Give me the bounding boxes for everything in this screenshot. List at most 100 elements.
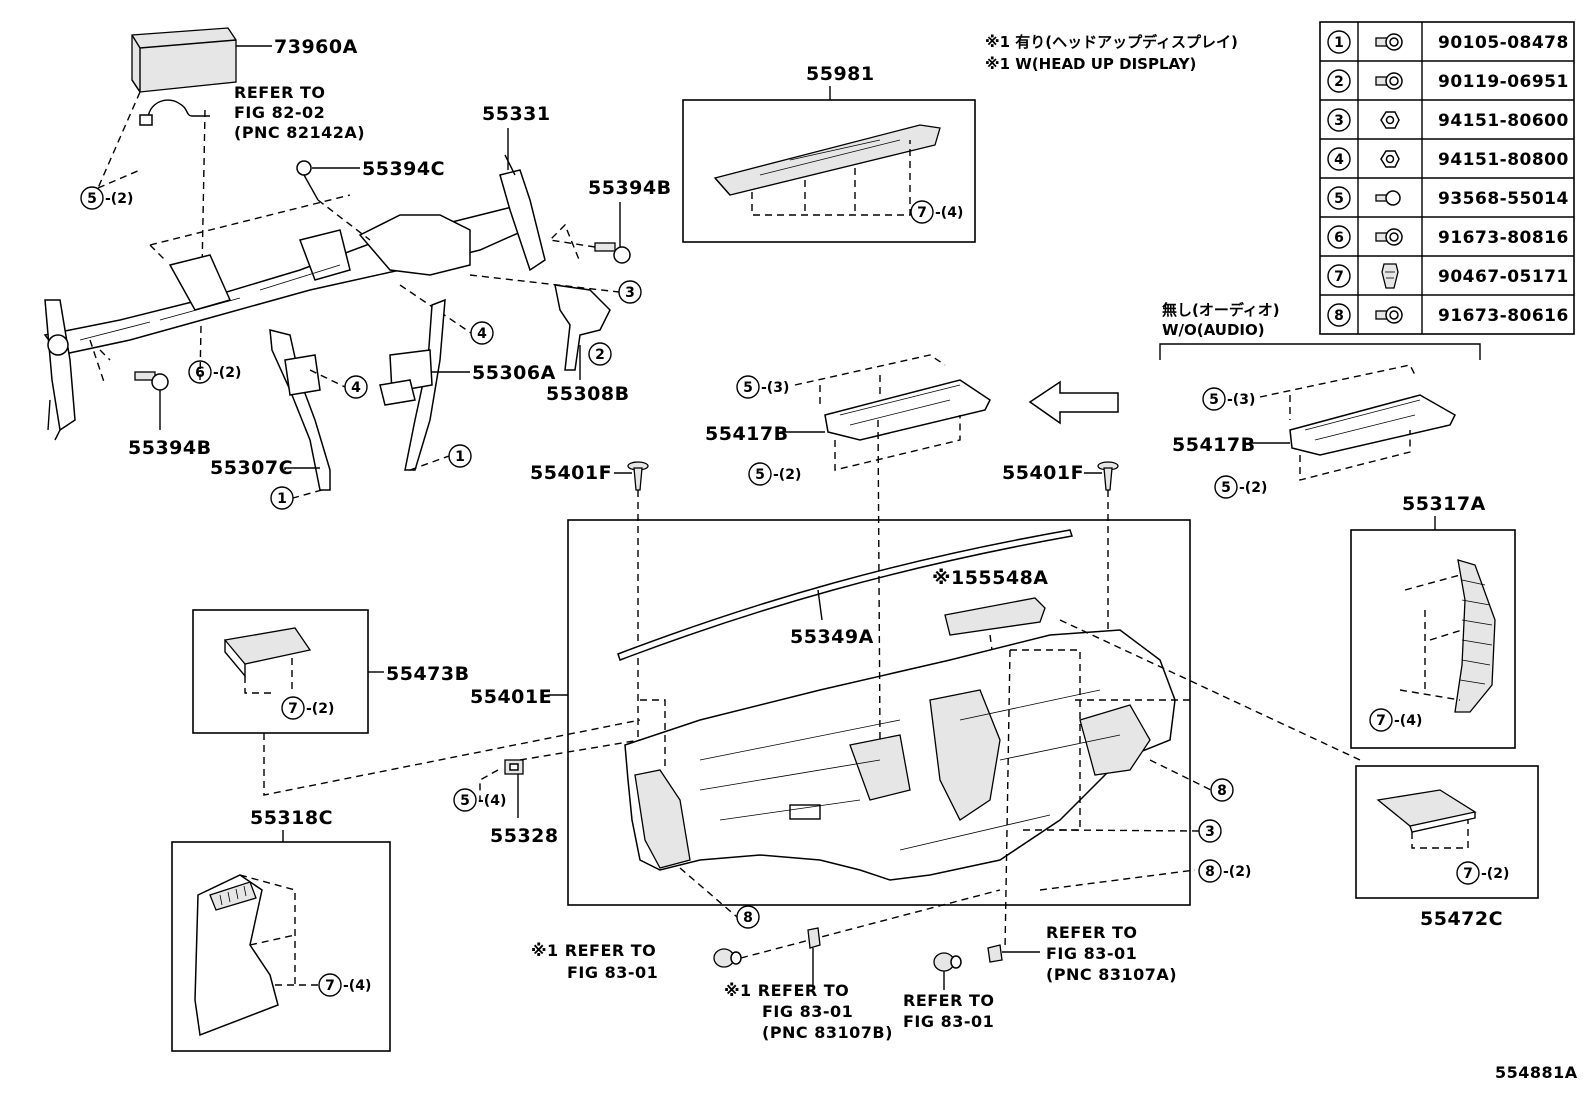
cover-55472C — [1376, 789, 1477, 833]
part-label-55472C: 55472C — [1420, 908, 1503, 930]
part-label-55318C: 55318C — [250, 807, 333, 829]
svg-text:-(4): -(4) — [343, 978, 371, 994]
bolt-with-washer-icon — [1375, 33, 1403, 51]
svg-text:-(2): -(2) — [105, 191, 133, 207]
svg-text:90467-05171: 90467-05171 — [1438, 267, 1569, 287]
svg-text:2: 2 — [595, 347, 605, 363]
callout: 1 — [270, 486, 294, 510]
part-label-55394C: 55394C — [362, 158, 445, 180]
clip-55328 — [504, 759, 524, 775]
bracket-55417B-mid — [824, 379, 991, 441]
part-label-55328: 55328 — [490, 825, 559, 847]
svg-text:5: 5 — [743, 380, 753, 396]
callout: 2 — [588, 342, 612, 366]
refer-bottom-4-line1: REFER TO — [1046, 923, 1138, 942]
svg-text:5: 5 — [1209, 392, 1219, 408]
refer-82-02-line1: REFER TO — [234, 83, 326, 102]
svg-text:-(2): -(2) — [1481, 866, 1509, 882]
refer-bottom-4-line2: FIG 83-01 — [1046, 944, 1137, 963]
callout: 5 -(3) — [1202, 387, 1255, 411]
figure-id: 554881A — [1495, 1063, 1578, 1082]
callout: 5 -(4) — [453, 788, 506, 812]
table-row: 8 91673-80616 — [1327, 303, 1568, 327]
callout: 3 — [618, 280, 642, 304]
svg-text:7: 7 — [1334, 269, 1344, 285]
svg-text:-(3): -(3) — [1227, 392, 1255, 408]
part-label-55417B-right: 55417B — [1172, 434, 1256, 456]
refer-bottom-2-line2: FIG 83-01 — [762, 1002, 853, 1021]
svg-text:-(4): -(4) — [935, 205, 963, 221]
svg-text:3: 3 — [1205, 824, 1215, 840]
part-label-55473B: 55473B — [386, 663, 470, 685]
svg-text:2: 2 — [1334, 74, 1344, 90]
table-row: 2 90119-06951 — [1327, 69, 1568, 93]
callout: 7 -(2) — [281, 696, 334, 720]
defroster-strip-55349A — [617, 529, 1073, 661]
svg-text:3: 3 — [625, 285, 635, 301]
callout: 8 -(2) — [1198, 859, 1251, 883]
side-panel-55317A — [1454, 559, 1496, 713]
svg-text:-(2): -(2) — [1239, 480, 1267, 496]
refer-bottom-2-line1: ※1 REFER TO — [724, 981, 849, 1000]
brace-55307C — [269, 329, 331, 491]
svg-text:94151-80800: 94151-80800 — [1438, 150, 1569, 170]
callout: 7 -(4) — [1369, 708, 1422, 732]
bolt-55394B-top — [594, 242, 631, 264]
svg-text:1: 1 — [277, 491, 287, 507]
callout: 7 -(4) — [318, 973, 371, 997]
svg-text:5: 5 — [1334, 191, 1344, 207]
part-label-55394B-top: 55394B — [588, 177, 672, 199]
callout: 4 — [470, 321, 494, 345]
svg-text:-(2): -(2) — [213, 365, 241, 381]
callout: 3 — [1198, 819, 1222, 843]
55318C-box — [171, 841, 391, 1052]
steering-support-beam — [43, 154, 546, 441]
svg-text:7: 7 — [325, 978, 335, 994]
svg-text:5: 5 — [755, 467, 765, 483]
callout: 6 -(2) — [188, 360, 241, 384]
part-label-55307C: 55307C — [210, 457, 293, 479]
svg-text:7: 7 — [917, 205, 927, 221]
svg-text:1: 1 — [455, 449, 465, 465]
note-hud-jp: ※1 有り(ヘッドアップディスプレイ) — [985, 33, 1238, 51]
svg-text:-(3): -(3) — [761, 380, 789, 396]
nut-icon — [1380, 111, 1400, 129]
svg-text:-(4): -(4) — [1394, 713, 1422, 729]
part-label-73960A: 73960A — [274, 36, 358, 58]
arrow-icon — [1028, 380, 1119, 425]
instrument-panel-55401E — [624, 629, 1176, 881]
fastener-table: 1 90105-08478 2 90119-06951 3 94151-806 — [1319, 21, 1575, 335]
svg-text:5: 5 — [1221, 480, 1231, 496]
table-row: 7 90467-05171 — [1327, 263, 1569, 289]
bolt-55394B-bottom — [134, 371, 169, 391]
screw-icon — [1375, 190, 1401, 206]
table-row: 6 91673-80816 — [1327, 225, 1568, 249]
callout: 5 -(2) — [748, 462, 801, 486]
callout: 1 — [448, 444, 472, 468]
refer-bottom-4-line3: (PNC 83107A) — [1046, 965, 1177, 984]
connector-right-1 — [933, 952, 962, 972]
table-row: 5 93568-55014 — [1327, 186, 1568, 210]
svg-text:8: 8 — [1334, 308, 1344, 324]
bolt-with-washer-icon — [1375, 306, 1403, 324]
part-label-55417B-mid: 55417B — [705, 423, 789, 445]
part-label-55548A: ※155548A — [932, 567, 1049, 589]
svg-text:8: 8 — [1217, 783, 1227, 799]
table-row: 3 94151-80600 — [1327, 108, 1568, 132]
brace-55306A — [379, 298, 446, 471]
clip-55401F-left — [627, 461, 649, 491]
refer-bottom-1-line2: FIG 83-01 — [567, 963, 658, 982]
part-label-55401F-right: 55401F — [1002, 462, 1084, 484]
svg-text:-(4): -(4) — [478, 793, 506, 809]
refer-bottom-3-line1: REFER TO — [903, 991, 995, 1010]
bolt-with-washer-icon — [1375, 228, 1403, 246]
clip-icon — [1381, 263, 1399, 289]
55473B-box — [192, 609, 369, 734]
refer-bottom-2-line3: (PNC 83107B) — [762, 1023, 893, 1042]
svg-text:-(2): -(2) — [1223, 864, 1251, 880]
part-label-55401E: 55401E — [470, 686, 552, 708]
callout: 4 — [344, 375, 368, 399]
55472C-box — [1355, 765, 1539, 899]
callout: 7 -(4) — [910, 200, 963, 224]
